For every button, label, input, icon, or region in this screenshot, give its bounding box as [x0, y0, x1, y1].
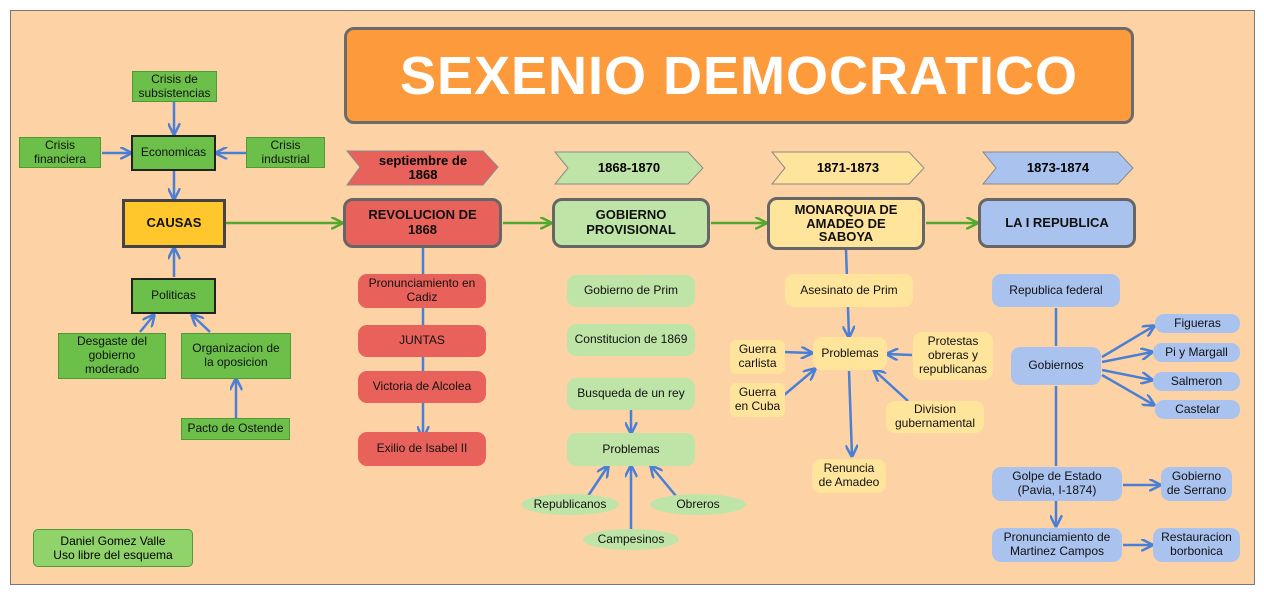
republica-federal-node: Republica federal	[992, 274, 1120, 307]
problemas-gobierno-node: Problemas	[567, 433, 695, 466]
gobierno-serrano-node: Gobierno de Serrano	[1161, 467, 1232, 501]
victoria-alcolea-node: Victoria de Alcolea	[358, 371, 486, 403]
protestas-node: Protestas obreras y republicanas	[913, 332, 993, 380]
gobiernos-node: Gobiernos	[1011, 347, 1101, 385]
pronunciamiento-martinez-campos-node: Pronunciamiento de Martinez Campos	[992, 528, 1122, 562]
banner-1868-1870: 1868-1870	[597, 159, 661, 175]
banner-1868: septiembre de 1868	[378, 152, 468, 182]
gobierno-prim-node: Gobierno de Prim	[567, 275, 695, 307]
exilio-isabel-node: Exilio de Isabel II	[358, 432, 486, 466]
golpe-estado-node: Golpe de Estado (Pavia, I-1874)	[992, 467, 1122, 501]
division-gubernamental-node: Division gubernamental	[886, 401, 984, 433]
problemas-monarquia-node: Problemas	[813, 337, 887, 370]
crisis-subsistencias-node: Crisis de subsistencias	[132, 71, 217, 102]
desgaste-node: Desgaste del gobierno moderado	[58, 333, 166, 379]
castelar-node: Castelar	[1155, 400, 1240, 419]
salmeron-node: Salmeron	[1153, 372, 1240, 391]
restauracion-borbonica-node: Restauracion borbonica	[1153, 528, 1240, 562]
campesinos-node: Campesinos	[583, 529, 679, 550]
politicas-node: Politicas	[131, 278, 216, 314]
guerra-carlista-node: Guerra carlista	[730, 340, 785, 374]
economicas-node: Economicas	[131, 135, 216, 171]
pi-margall-node: Pi y Margall	[1153, 343, 1240, 362]
banner-1873-1874: 1873-1874	[1026, 159, 1090, 175]
guerra-cuba-node: Guerra en Cuba	[730, 383, 785, 417]
revolucion-node: REVOLUCION DE 1868	[343, 198, 502, 248]
author-credit: Daniel Gomez Valle Uso libre del esquema	[33, 529, 193, 567]
crisis-industrial-node: Crisis industrial	[246, 137, 325, 168]
republicanos-node: Republicanos	[521, 494, 619, 515]
renuncia-amadeo-node: Renuncia de Amadeo	[812, 459, 886, 493]
figueras-node: Figueras	[1155, 314, 1240, 333]
constitucion-1869-node: Constitucion de 1869	[567, 324, 695, 356]
gobierno-provisional-node: GOBIERNO PROVISIONAL	[552, 198, 710, 248]
asesinato-prim-node: Asesinato de Prim	[785, 274, 913, 307]
busqueda-rey-node: Busqueda de un rey	[567, 378, 695, 410]
banner-1871-1873: 1871-1873	[816, 159, 880, 175]
republica-node: LA I REPUBLICA	[978, 198, 1136, 248]
juntas-node: JUNTAS	[358, 325, 486, 357]
causas-node: CAUSAS	[122, 199, 226, 248]
crisis-financiera-node: Crisis financiera	[19, 137, 101, 168]
page-title: SEXENIO DEMOCRATICO	[344, 27, 1134, 124]
organizacion-node: Organizacion de la oposicion	[181, 333, 291, 379]
obreros-node: Obreros	[650, 494, 746, 515]
pronunciamiento-cadiz-node: Pronunciamiento en Cadiz	[358, 274, 486, 308]
pacto-ostende-node: Pacto de Ostende	[181, 418, 290, 440]
monarquia-node: MONARQUIA DE AMADEO DE SABOYA	[767, 197, 925, 250]
